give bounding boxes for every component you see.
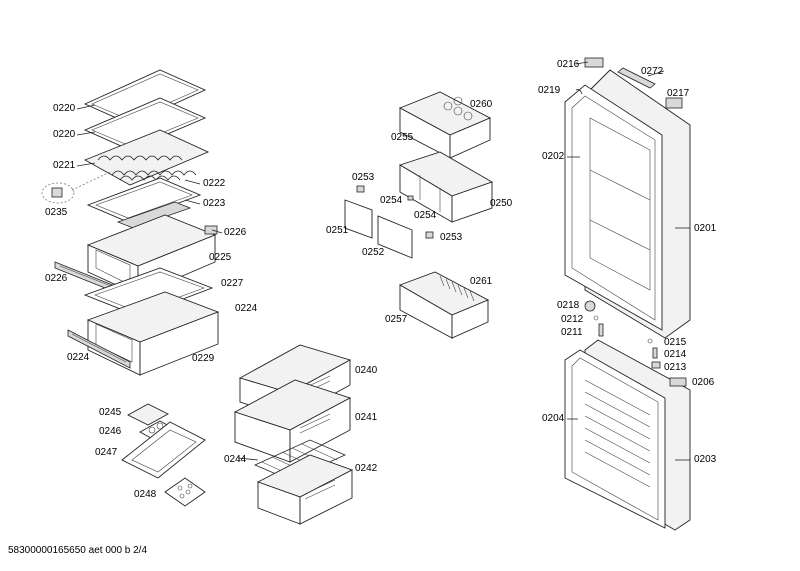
- document-footer: 58300000165650 aet 000 b 2/4: [8, 545, 148, 556]
- part-label-0261: 0261: [470, 276, 493, 287]
- door-flap-right: [377, 195, 434, 259]
- part-label-0246: 0246: [99, 426, 122, 437]
- door-bin-bottle: [398, 271, 490, 339]
- part-label-0253-top: 0253: [352, 172, 375, 183]
- part-label-0204: 0204: [542, 413, 565, 424]
- part-label-0257: 0257: [385, 314, 408, 325]
- part-label-0213: 0213: [664, 362, 687, 373]
- clip-part: [41, 171, 111, 204]
- part-label-0240: 0240: [355, 365, 378, 376]
- part-label-0229: 0229: [192, 353, 215, 364]
- part-label-0251: 0251: [326, 225, 349, 236]
- part-label-0253-bottom: 0253: [440, 232, 463, 243]
- drawer-rail-bottom: [67, 329, 131, 369]
- door-flap-left: [344, 185, 373, 239]
- part-label-0212: 0212: [561, 314, 584, 325]
- leader-lines: [76, 61, 690, 461]
- part-label-0218: 0218: [557, 300, 580, 311]
- part-label-0206: 0206: [692, 377, 715, 388]
- part-label-0222: 0222: [203, 178, 226, 189]
- part-label-0241: 0241: [355, 412, 378, 423]
- part-label-0225: 0225: [209, 252, 232, 263]
- door-bin-with-egg-tray: [398, 91, 492, 159]
- part-label-0224-left: 0224: [67, 352, 90, 363]
- part-label-0211: 0211: [561, 327, 583, 338]
- part-label-0250: 0250: [490, 198, 513, 209]
- ice-tray: [164, 477, 206, 507]
- part-label-0235: 0235: [45, 207, 68, 218]
- freezer-door: [564, 339, 691, 531]
- part-label-0247: 0247: [95, 447, 118, 458]
- part-label-0226-right: 0226: [224, 227, 247, 238]
- butter-dish: [121, 421, 206, 479]
- part-label-0254-bottom: 0254: [414, 210, 437, 221]
- part-label-0248: 0248: [134, 489, 157, 500]
- bottle-rack: [83, 129, 210, 186]
- hinge-parts: [584, 300, 661, 369]
- part-label-0255: 0255: [391, 132, 414, 143]
- freezer-drawer-middle: [233, 379, 352, 463]
- part-label-0272: 0272: [641, 66, 664, 77]
- part-label-0226-left: 0226: [45, 273, 68, 284]
- fridge-door: [564, 57, 691, 339]
- part-label-0219: 0219: [538, 85, 561, 96]
- part-label-0223: 0223: [203, 198, 226, 209]
- part-label-0252: 0252: [362, 247, 385, 258]
- part-label-0216: 0216: [557, 59, 580, 70]
- part-label-0227: 0227: [221, 278, 244, 289]
- part-label-0217: 0217: [667, 88, 690, 99]
- shelf-frame: [86, 177, 202, 229]
- part-label-0202: 0202: [542, 151, 565, 162]
- part-label-0220-upper: 0220: [53, 103, 76, 114]
- part-label-0242: 0242: [355, 463, 378, 474]
- part-label-0215: 0215: [664, 337, 687, 348]
- part-label-0244: 0244: [224, 454, 247, 465]
- part-label-0203: 0203: [694, 454, 717, 465]
- part-label-0214: 0214: [664, 349, 687, 360]
- part-label-0245: 0245: [99, 407, 122, 418]
- part-label-0221: 0221: [53, 160, 76, 171]
- part-label-0224-right: 0224: [235, 303, 258, 314]
- part-label-0260: 0260: [470, 99, 493, 110]
- part-label-0254-top: 0254: [380, 195, 403, 206]
- door-bin-middle: [398, 151, 494, 223]
- freezer-drawer-bottom: [256, 454, 354, 525]
- part-label-0220-lower: 0220: [53, 129, 76, 140]
- part-label-0201: 0201: [694, 223, 717, 234]
- glass-shelf-lower: [83, 97, 207, 151]
